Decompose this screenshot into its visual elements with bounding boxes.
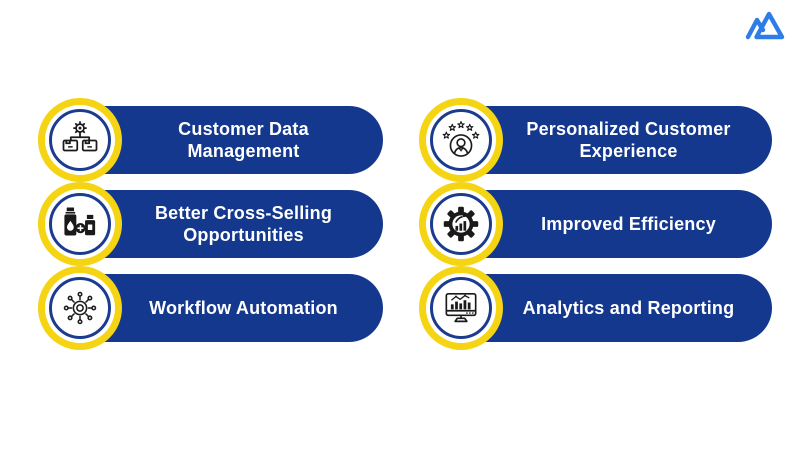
feature-better-cross-selling: Better Cross-Selling Opportunities: [38, 182, 383, 266]
feature-workflow-automation: Workflow Automation: [38, 266, 383, 350]
badge-ring: [38, 98, 122, 182]
person-stars-icon: [439, 118, 483, 162]
monitor-chart-icon: [439, 286, 483, 330]
pill-label: Personalized Customer Experience: [526, 118, 731, 162]
badge-ring: [419, 266, 503, 350]
feature-personalized-customer-experience: Personalized Customer Experience: [419, 98, 772, 182]
pill-label: Analytics and Reporting: [522, 297, 735, 318]
badge-ring: [419, 182, 503, 266]
pill-label: Improved Efficiency: [541, 213, 716, 234]
gear-folders-icon: [58, 118, 102, 162]
mountain-logo-icon: [744, 7, 788, 45]
gear-chart-icon: [438, 201, 484, 247]
badge-ring: [419, 98, 503, 182]
pill-label: Workflow Automation: [149, 297, 338, 318]
feature-improved-efficiency: Improved Efficiency: [419, 182, 772, 266]
pill-label: Better Cross-Selling Opportunities: [154, 202, 333, 246]
products-plus-icon: [58, 202, 102, 246]
badge-ring: [38, 266, 122, 350]
pill-label: Customer Data Management: [178, 118, 309, 162]
right-column: Personalized Customer Experience: [419, 98, 772, 350]
gear-network-icon: [58, 286, 102, 330]
feature-customer-data-management: Customer Data Management: [38, 98, 383, 182]
left-column: Customer Data Management: [38, 98, 383, 350]
badge-ring: [38, 182, 122, 266]
feature-analytics-and-reporting: Analytics and Reporting: [419, 266, 772, 350]
